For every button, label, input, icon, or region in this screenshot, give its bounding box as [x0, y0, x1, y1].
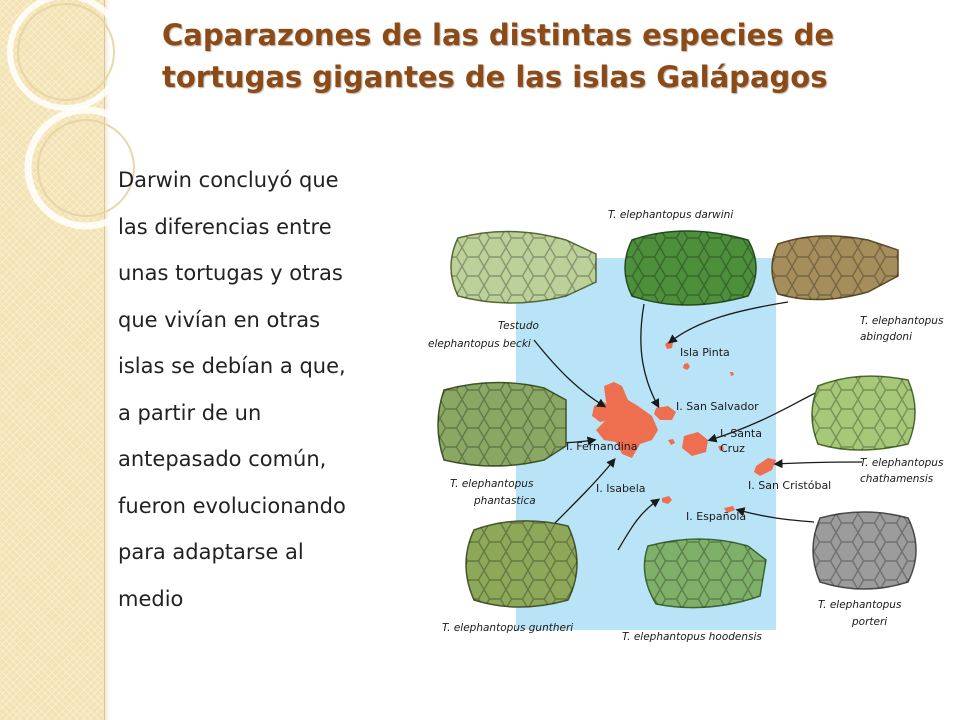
shell-phantastica-scutes: [438, 382, 566, 466]
shell-porteri-scutes: [813, 512, 916, 589]
arrow: [640, 303, 660, 409]
label-darwini: T. elephantopus darwini: [608, 209, 733, 221]
island-genovesa: [730, 372, 734, 376]
shell-becki-scutes: [451, 231, 596, 303]
label-becki-2: elephantopus becki: [428, 338, 531, 350]
label-porteri-2: porteri: [851, 616, 887, 628]
label-porteri-1: T. elephantopus: [818, 599, 902, 611]
title-line-2: tortugas gigantes de las islas Galápagos: [162, 60, 828, 94]
body-line: Darwin concluyó que: [118, 168, 339, 192]
arrow: [617, 498, 661, 551]
side-band-shadow: [104, 0, 110, 720]
arrow: [547, 457, 616, 531]
body-line: antepasado común,: [118, 447, 327, 471]
body-line: que vivían en otras: [118, 307, 321, 332]
shell-phantastica: [437, 381, 567, 467]
body-line: las diferencias entre: [118, 214, 332, 239]
arrow: [533, 339, 607, 408]
label-abingdoni-2: abingdoni: [860, 331, 912, 343]
label-isla-pinta: Isla Pinta: [680, 346, 730, 359]
label-hoodensis: T. elephantopus hoodensis: [622, 631, 762, 643]
label-san-salvador: I. San Salvador: [676, 400, 759, 413]
body-line: islas se debían a que,: [118, 354, 346, 378]
figure-svg: T. elephantopus darwini Testudo elephant…: [428, 209, 944, 643]
body-line: unas tortugas y otras: [118, 261, 343, 285]
label-guntheri: T. elephantopus guntheri: [442, 622, 573, 634]
shell-guntheri-scutes: [466, 520, 577, 607]
label-phantastica-1: T. elephantopus: [450, 478, 534, 490]
decorative-rings: [7, 0, 148, 230]
title-line-1: Caparazones de las distintas especies de: [162, 18, 835, 52]
shell-darwini: [624, 230, 757, 306]
island-marchena: [683, 363, 690, 370]
label-espanola: I. Española: [686, 510, 746, 523]
galapagos-tortoise-figure: T. elephantopus darwini Testudo elephant…: [418, 200, 960, 650]
island-isabela: [596, 382, 658, 458]
label-chathamensis-1: T. elephantopus: [860, 457, 944, 469]
arrows-group: [515, 301, 863, 551]
body-line: fueron evolucionando: [118, 493, 346, 518]
island-san-salvador: [654, 406, 676, 420]
label-santa-cruz-2: Cruz: [720, 442, 745, 455]
shell-porteri: [812, 511, 917, 590]
shell-darwini-scutes: [625, 231, 756, 305]
body-line: medio: [118, 586, 184, 611]
label-fernandina: I. Fernandina: [566, 440, 638, 453]
slide-title: Caparazones de las distintas especies de…: [162, 14, 882, 98]
shell-abingdoni: [771, 235, 899, 301]
island-san-cristobal: [754, 458, 776, 476]
body-line: para adaptarse al: [118, 540, 304, 564]
label-santa-cruz-1: I. Santa: [720, 427, 762, 440]
label-isabela: I. Isabela: [596, 482, 646, 495]
island-espanola: [724, 506, 735, 513]
label-phantastica-2: phantastica: [473, 495, 536, 507]
body-line: a partir de un: [118, 400, 262, 425]
island-santa-cruz: [682, 432, 708, 456]
island-pinzon: [668, 439, 675, 445]
arrow: [735, 507, 815, 523]
arrow: [773, 459, 863, 469]
label-chathamensis-2: chathamensis: [860, 473, 934, 485]
label-abingdoni-1: T. elephantopus: [860, 315, 944, 327]
arrow: [667, 301, 789, 344]
label-becki-1: Testudo: [498, 320, 539, 332]
label-san-cristobal: I. San Cristóbal: [748, 479, 831, 492]
shell-becki: [450, 230, 597, 304]
shell-guntheri: [465, 520, 578, 608]
island-santa-fe: [718, 446, 724, 451]
body-text: Darwin concluyó que las diferencias entr…: [118, 157, 418, 622]
shell-hoodensis: [643, 538, 767, 609]
island-floreana: [662, 496, 672, 504]
shell-chathamensis: [811, 375, 916, 451]
shell-abingdoni-scutes: [772, 235, 898, 300]
shell-hoodensis-scutes: [644, 539, 766, 608]
shell-chathamensis-scutes: [812, 376, 915, 450]
